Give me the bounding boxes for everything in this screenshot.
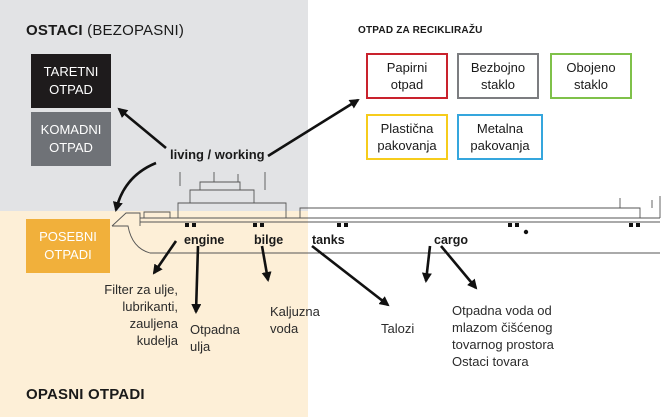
filter-line-1: Filter za ulje, bbox=[104, 282, 178, 297]
otpadna-ulja-output-text: Otpadna ulja bbox=[190, 321, 240, 355]
bezbojno-line-1: Bezbojno bbox=[470, 60, 526, 75]
plasticna-pakovanja-box: Plastična pakovanja bbox=[366, 114, 448, 160]
cargo-label: cargo bbox=[434, 233, 469, 247]
hazardous-section-title: OPASNI OTPADI bbox=[26, 386, 145, 403]
residual-title-rest: (BEZOPASNI) bbox=[82, 22, 185, 39]
plasticna-line-1: Plastična bbox=[380, 121, 434, 136]
otpadna-ulja-line-2: ulja bbox=[190, 339, 211, 354]
otpadna-ulja-line-1: Otpadna bbox=[190, 322, 240, 337]
papir-line-2: otpad bbox=[390, 77, 424, 92]
posebni-line-1: POSEBNI bbox=[39, 229, 97, 244]
filter-line-3: zauljena kudelja bbox=[129, 316, 178, 348]
komadni-line-2: OTPAD bbox=[49, 140, 93, 155]
metalna-line-2: pakovanja bbox=[470, 138, 530, 153]
filter-output-text: Filter za ulje, lubrikanti, zauljena kud… bbox=[86, 281, 178, 349]
arrow-to-talozi bbox=[311, 244, 390, 307]
komadni-otpad-box: KOMADNI OTPAD bbox=[31, 112, 111, 166]
obojeno-line-1: Obojeno bbox=[566, 60, 616, 75]
bilge-label: bilge bbox=[254, 233, 284, 247]
kaljuzna-line-2: voda bbox=[270, 321, 299, 336]
otpadna-voda-line-1: Otpadna voda od bbox=[452, 303, 552, 318]
talozi-line-1: Talozi bbox=[381, 321, 415, 336]
arrow-to-posebni bbox=[112, 161, 157, 212]
otpadna-voda-line-4: Ostaci tovara bbox=[452, 354, 529, 369]
metalna-line-1: Metalna bbox=[476, 121, 524, 136]
tanks-label: tanks bbox=[312, 233, 345, 247]
otpadna-voda-line-2: mlazom čišćenog bbox=[452, 320, 553, 335]
residual-section-title: OSTACI (BEZOPASNI) bbox=[26, 22, 184, 39]
ship-details bbox=[185, 223, 640, 235]
kaljuzna-line-1: Kaljuzna bbox=[270, 304, 320, 319]
kaljuzna-voda-output-text: Kaljuzna voda bbox=[270, 303, 320, 337]
otpadna-voda-line-3: tovarnog prostora bbox=[452, 337, 554, 352]
taretni-line-1: TARETNI bbox=[43, 64, 99, 79]
talozi-output-text: Talozi bbox=[381, 320, 414, 337]
arrow-to-filter bbox=[152, 240, 178, 275]
arrow-to-otpadna-voda bbox=[440, 245, 478, 290]
arrow-to-taretni bbox=[117, 107, 167, 150]
flow-arrows bbox=[112, 98, 478, 314]
taretni-otpad-box: TARETNI OTPAD bbox=[31, 54, 111, 108]
otpadna-voda-output-text: Otpadna voda od mlazom čišćenog tovarnog… bbox=[452, 302, 554, 370]
papirni-otpad-box: Papirni otpad bbox=[366, 53, 448, 99]
obojeno-staklo-box: Obojeno staklo bbox=[550, 53, 632, 99]
ship-outline bbox=[111, 172, 661, 254]
arrow-to-kaljuzna bbox=[260, 245, 272, 282]
papir-line-1: Papirni bbox=[386, 60, 428, 75]
posebni-line-2: OTPADI bbox=[44, 247, 92, 262]
obojeno-line-2: staklo bbox=[574, 77, 608, 92]
arrow-to-ostaci-tovara bbox=[421, 245, 432, 283]
residual-title-bold: OSTACI bbox=[26, 22, 83, 39]
engine-label: engine bbox=[184, 233, 225, 247]
recycling-section-title: OTPAD ZA RECIKLIRAŽU bbox=[358, 25, 483, 36]
filter-line-2: lubrikanti, bbox=[122, 299, 178, 314]
bezbojno-line-2: staklo bbox=[481, 77, 515, 92]
plasticna-line-2: pakovanja bbox=[377, 138, 437, 153]
arrow-to-recycling bbox=[267, 98, 360, 158]
komadni-line-1: KOMADNI bbox=[40, 122, 102, 137]
taretni-line-2: OTPAD bbox=[49, 82, 93, 97]
metalna-pakovanja-box: Metalna pakovanja bbox=[457, 114, 543, 160]
bezbojno-staklo-box: Bezbojno staklo bbox=[457, 53, 539, 99]
posebni-otpadi-box: POSEBNI OTPADI bbox=[26, 219, 110, 273]
living-working-label: living / working bbox=[170, 147, 265, 162]
arrow-to-otpadna-ulja bbox=[191, 245, 202, 314]
